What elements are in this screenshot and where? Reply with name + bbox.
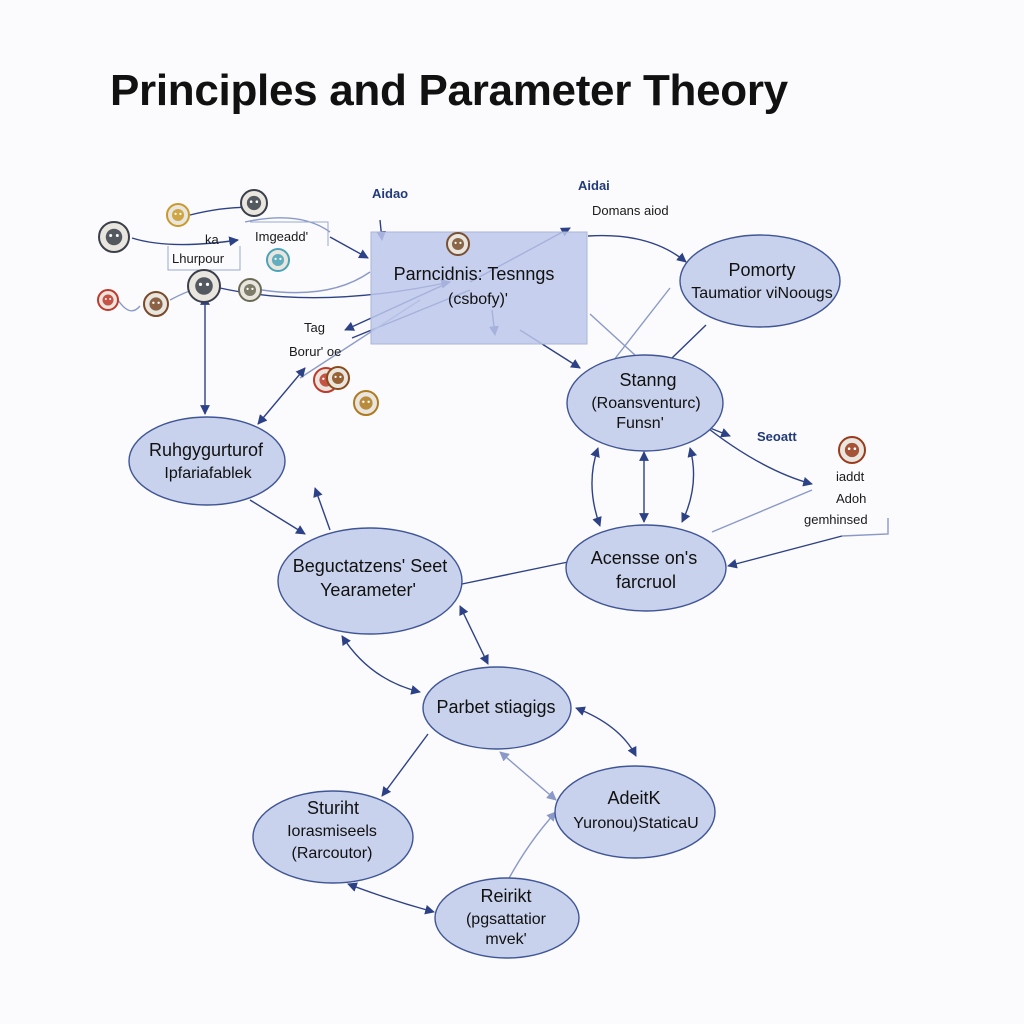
node-ruhgy: Ruhgygurturof Ipfariafablek [128, 416, 286, 506]
node-stanng-sub: (Roansventurc) [591, 395, 700, 412]
edge-parbet-adeitk [575, 706, 637, 757]
edge-reirikt-adeitk [507, 811, 557, 881]
edge-pomorty-stanng-light [609, 287, 671, 366]
node-stanng-sub2: Funsn' [616, 415, 664, 432]
node-adeitk: AdeitK Yuronou)StaticaU [554, 765, 716, 859]
node-acensse: Acensse on's farcruol [565, 524, 727, 612]
edge-stanng-acensse-l [590, 447, 602, 527]
node-beguct-sub: Yearameter' [320, 580, 416, 600]
node-reirikt: Reirikt (pgsattatior mvek' [434, 877, 580, 959]
edge-ruhgy-beguct [249, 499, 306, 535]
node-pomorty-title: Pomorty [728, 260, 795, 280]
edge-gem-acensse [727, 535, 843, 569]
face-icon [240, 189, 268, 217]
edge-face5-face6 [117, 299, 141, 312]
node-beguct: Beguctatzens' Seet Yearameter' [277, 527, 463, 635]
face-icon [238, 278, 262, 302]
node-pomorty: Pomorty Taumatior viNoougs [679, 234, 841, 328]
node-stanng-title: Stanng [619, 370, 676, 390]
edge-imgeadd-box [329, 236, 369, 259]
edge-stanng-adoh-2 [699, 421, 813, 487]
node-stanng: Stanng (Roansventurc) Funsn' [566, 354, 724, 452]
node-reirikt-title: Reirikt [480, 886, 531, 906]
node-sturiht-sub: Iorasmiseels [287, 823, 377, 840]
box-line2: (csbofy)' [448, 291, 508, 308]
edge-sturiht-reirikt [347, 882, 435, 915]
node-adeitk-sub: Yuronou)StaticaU [573, 815, 698, 832]
edge-box-stanng-light [589, 313, 637, 357]
edge-pomorty-stanng [671, 324, 707, 359]
node-sturiht: Sturiht Iorasmiseels (Rarcoutor) [252, 790, 414, 884]
label-domains: Domans aiod [592, 203, 669, 218]
node-sturiht-title: Sturiht [307, 798, 359, 818]
edge-stanng-acensse-r [681, 447, 698, 523]
node-acensse-sub: farcruol [616, 572, 676, 592]
node-reirikt-sub2: mvek' [485, 931, 526, 948]
label-ka: ka [205, 232, 220, 247]
label-adoh-small: iaddt [836, 469, 865, 484]
label-gemhinsed: gemhinsed [804, 512, 868, 527]
node-acensse-title: Acensse on's [591, 548, 698, 568]
edge-face3-ka [131, 236, 239, 247]
node-parbet: Parbet stiagigs [422, 666, 572, 750]
face-icon [97, 289, 119, 311]
node-reirikt-sub: (pgsattatior [466, 911, 547, 928]
face-icon [353, 390, 379, 416]
imgeadd-bracket [250, 221, 329, 246]
face-icon [838, 436, 866, 464]
node-ruhgy-sub: Ipfariafablek [164, 465, 252, 482]
node-parbet-title: Parbet stiagigs [436, 697, 555, 717]
edge-box-pomorty [587, 234, 687, 263]
box-line1: Parncidnis: Tesnngs [394, 264, 555, 284]
face-icon [446, 232, 470, 256]
face-icon [98, 221, 130, 253]
edge-face8-box [261, 271, 371, 294]
page-title: Principles and Parameter Theory [110, 66, 788, 115]
edge-parbet-adeitk-light [499, 751, 557, 801]
node-adeitk-title: AdeitK [607, 788, 660, 808]
node-sturiht-sub2: (Rarcoutor) [292, 845, 373, 862]
label-imgeadd: Imgeadd' [255, 229, 308, 244]
label-aidao-right: Aidai [578, 178, 610, 193]
edge-gem-bracket [841, 518, 889, 537]
label-aidao-left: Aidao [372, 186, 408, 201]
node-ruhgy-title: Ruhgygurturof [149, 440, 264, 460]
label-adoh: Adoh [836, 491, 866, 506]
node-beguct-title: Beguctatzens' Seet [293, 556, 448, 576]
face-icon [166, 203, 190, 227]
face-icon [187, 269, 221, 303]
label-seatt: Seoatt [757, 429, 797, 444]
edge-lhur-imgeadd [244, 217, 331, 233]
edge-parbet-sturiht [381, 733, 429, 797]
node-pomorty-sub: Taumatior viNoougs [691, 285, 832, 302]
face-icon [266, 248, 290, 272]
principles-box: Parncidnis: Tesnngs (csbofy)' [370, 231, 588, 345]
edge-ruhgy-beguct-2 [313, 487, 331, 531]
label-lhurpour: Lhurpour [172, 251, 225, 266]
face-icon [143, 291, 169, 317]
label-boruroe: Borur' oe [289, 344, 341, 359]
edge-beguct-acensse [461, 561, 569, 585]
edge-beguct-parbet [459, 605, 489, 665]
edge-borur-ruhgy [257, 367, 306, 425]
edge-beguct-parbet-2 [341, 635, 421, 695]
edge-acensse-adoh [711, 489, 813, 533]
label-tag: Tag [304, 320, 325, 335]
face-icon [326, 366, 350, 390]
face-icons [97, 189, 866, 464]
